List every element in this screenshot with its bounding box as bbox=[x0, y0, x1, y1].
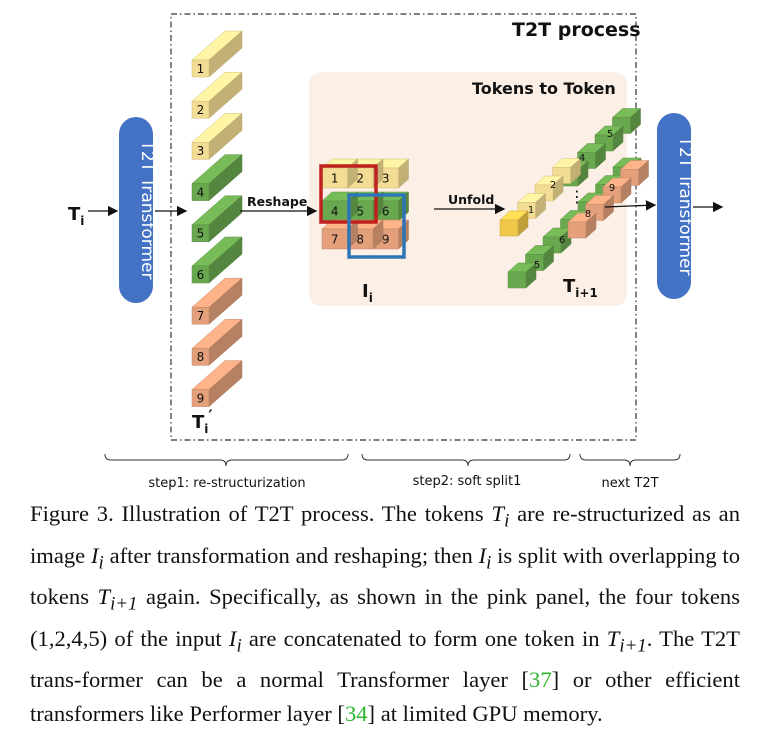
out-long-bar-seg-0-front bbox=[507, 271, 527, 289]
column-token-9-label: 9 bbox=[197, 391, 205, 405]
column-token-2-label: 2 bbox=[197, 103, 205, 117]
column-token-3-front bbox=[191, 142, 210, 160]
column-token-2: 2 bbox=[191, 71, 243, 119]
t2t-transformer-left bbox=[119, 117, 153, 303]
grid-cell-8-label: 8 bbox=[356, 232, 364, 246]
step2-label: step2: soft split1 bbox=[413, 474, 522, 489]
out-token-label-h: 9 bbox=[609, 183, 615, 194]
step1-label: step1: re-structurization bbox=[148, 476, 305, 491]
token-column: 1 2 3 4 5 6 7 8 9 bbox=[191, 30, 243, 408]
column-token-2-front bbox=[191, 100, 210, 119]
out-mid-bar-seg-0-front bbox=[499, 219, 519, 237]
out-token-label-e: 1 bbox=[528, 205, 534, 216]
column-token-4-label: 4 bbox=[197, 185, 205, 199]
citation-37[interactable]: 37 bbox=[529, 667, 552, 693]
grid-cell-6-label: 6 bbox=[382, 204, 390, 218]
step2-brace bbox=[361, 453, 571, 467]
column-token-1: 1 bbox=[191, 30, 243, 78]
out-token-label-f: 2 bbox=[550, 180, 556, 191]
grid-cell-1-label: 1 bbox=[331, 171, 339, 185]
t2t-diagram: T2T process Tokens to Token T2T Transfor… bbox=[68, 13, 724, 491]
column-token-8: 8 bbox=[191, 318, 243, 366]
output-ellipsis: ⋮ bbox=[569, 187, 585, 206]
t2t-process-frame bbox=[170, 13, 637, 441]
column-token-8-label: 8 bbox=[197, 350, 205, 364]
grid-cell-2-label: 2 bbox=[356, 171, 364, 185]
grid-cell-7: 7 bbox=[321, 219, 359, 250]
column-token-3-label: 3 bbox=[197, 144, 205, 158]
column-token-5-front bbox=[191, 224, 210, 243]
column-token-9-front bbox=[191, 389, 210, 407]
unfold-arrow-label: Unfold bbox=[448, 192, 494, 207]
column-token-8-front bbox=[191, 348, 210, 366]
out-orange-bar-seg-0 bbox=[567, 212, 597, 239]
out-token-label-c: 4 bbox=[579, 153, 585, 164]
grid-cell-5-label: 5 bbox=[356, 204, 364, 218]
column-token-1-label: 1 bbox=[197, 62, 205, 76]
step3-brace bbox=[579, 453, 681, 467]
output-tokens-label: Ti+1 bbox=[563, 276, 598, 300]
transformer-left-label: T2T Transformer bbox=[137, 140, 157, 280]
input-tokens-label: Ti bbox=[68, 204, 84, 228]
column-token-4: 4 bbox=[191, 154, 243, 202]
column-token-5-label: 5 bbox=[197, 227, 205, 241]
column-token-1-front bbox=[191, 59, 210, 78]
transformer-right-label: T2T Transformer bbox=[675, 136, 695, 276]
column-token-6-front bbox=[191, 265, 210, 284]
column-token-6-label: 6 bbox=[197, 268, 205, 282]
out-mid-bar-seg-0 bbox=[499, 210, 529, 237]
out-long-bar-seg-0 bbox=[507, 262, 537, 289]
grid-cell-4-label: 4 bbox=[331, 204, 339, 218]
output-tokens: 5 6 4 5 1 2 8 9 bbox=[499, 107, 650, 289]
grid-cell-9-label: 9 bbox=[382, 232, 390, 246]
panel-title: Tokens to Token bbox=[472, 79, 616, 98]
out-token-label-d: 5 bbox=[607, 129, 613, 140]
column-token-7: 7 bbox=[191, 277, 243, 325]
process-title: T2T process bbox=[512, 19, 641, 41]
figure-caption: Figure 3. Illustration of T2T process. T… bbox=[30, 501, 740, 727]
citation-34[interactable]: 34 bbox=[344, 701, 368, 727]
column-token-3: 3 bbox=[191, 112, 243, 160]
out-orange-bar-seg-3 bbox=[619, 159, 650, 187]
t2t-transformer-right bbox=[657, 113, 691, 299]
grid-cell-1: 1 bbox=[321, 158, 359, 189]
step1-brace bbox=[104, 453, 349, 467]
grid-cell-7-label: 7 bbox=[331, 232, 339, 246]
column-token-7-label: 7 bbox=[197, 309, 205, 323]
step3-label: next T2T bbox=[601, 476, 658, 491]
column-token-5: 5 bbox=[191, 195, 243, 243]
grid-cell-3-label: 3 bbox=[382, 171, 390, 185]
out-orange-bar-seg-0-front bbox=[567, 221, 587, 239]
image-grid: 3 2 1 6 5 4 9 8 7 bbox=[321, 158, 410, 250]
column-token-7-front bbox=[191, 306, 210, 325]
column-token-4-front bbox=[191, 183, 210, 201]
reshape-arrow-label: Reshape bbox=[247, 194, 307, 209]
out-token-label-b: 6 bbox=[559, 235, 565, 246]
reshaped-tokens-label: Ti′ bbox=[192, 406, 213, 436]
arrow-tokens-to-transformer bbox=[604, 200, 657, 211]
image-label: Ii bbox=[362, 281, 373, 305]
column-token-6: 6 bbox=[191, 236, 243, 284]
out-token-label-g: 8 bbox=[585, 209, 591, 220]
out-token-label-a: 5 bbox=[534, 260, 540, 271]
column-token-9: 9 bbox=[191, 360, 243, 408]
blue-window bbox=[347, 193, 406, 259]
